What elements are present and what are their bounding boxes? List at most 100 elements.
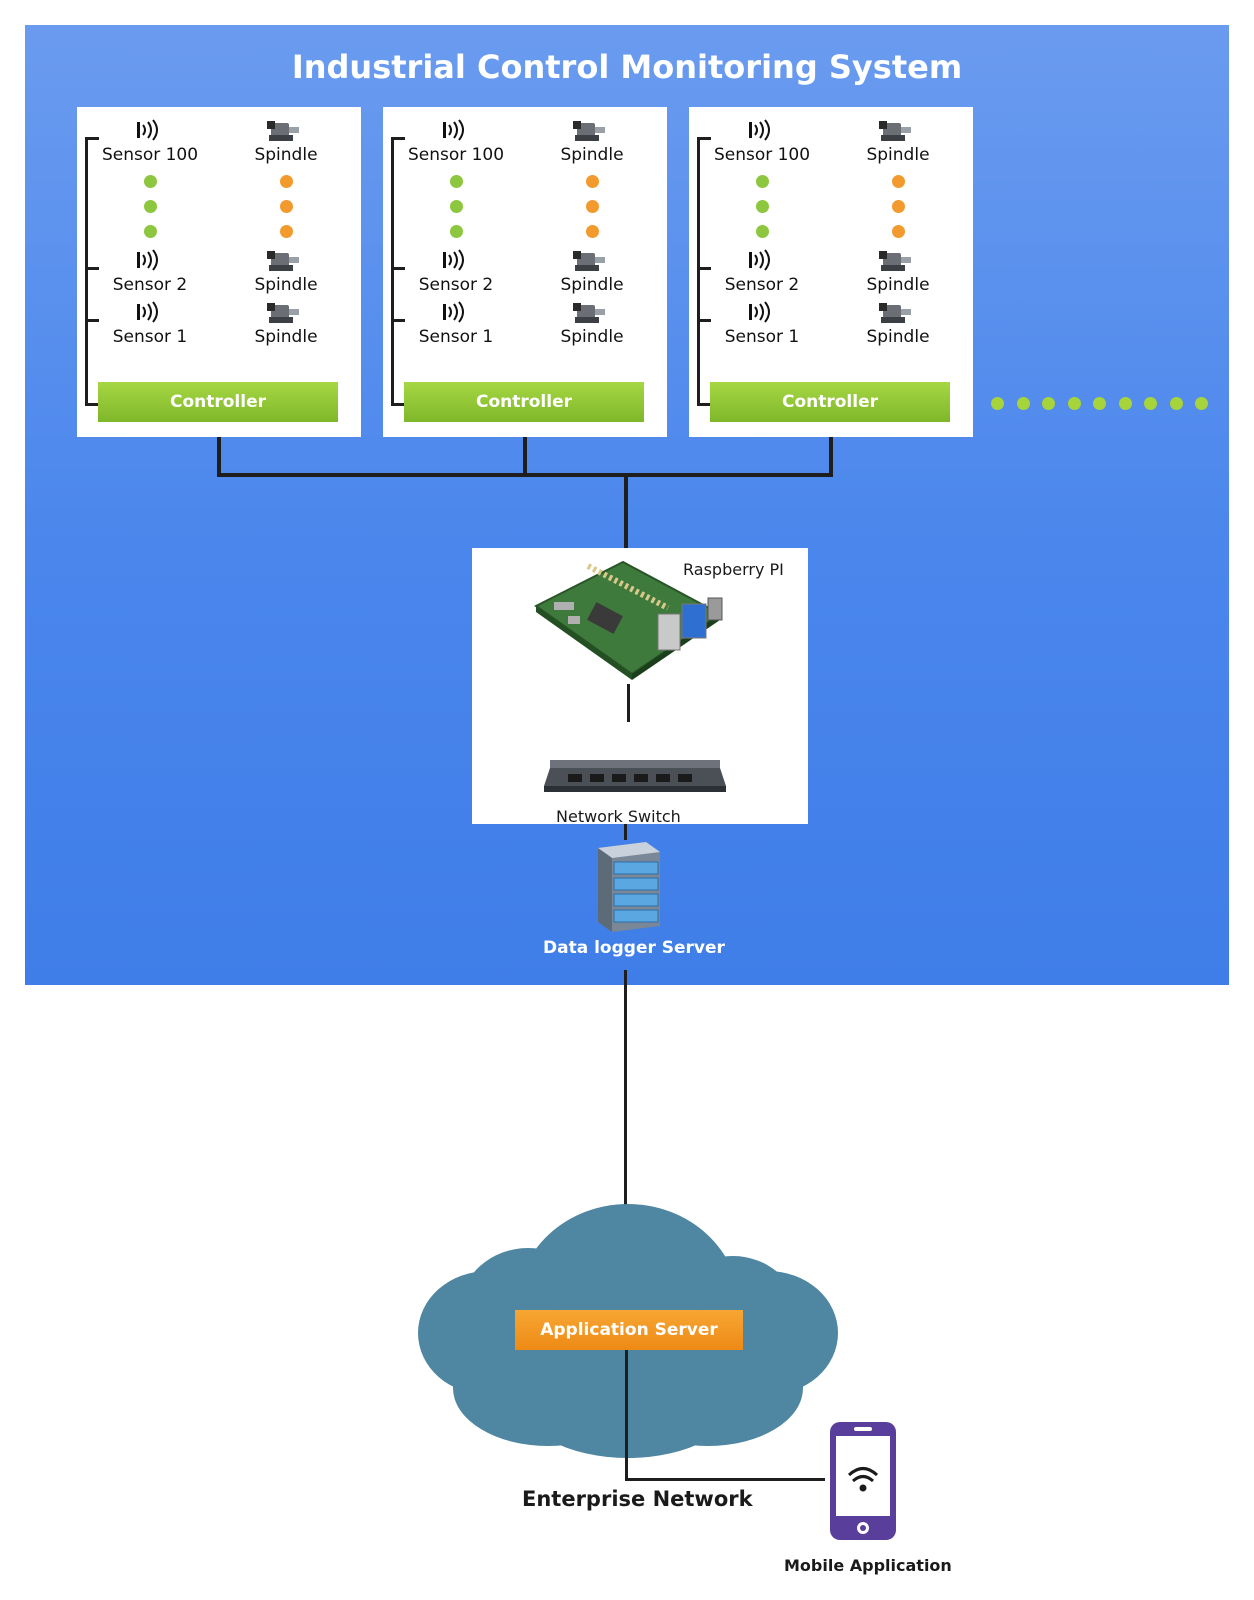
more-dot: [1093, 397, 1106, 410]
spindle-ellipsis-dot: [586, 225, 599, 238]
sensor-bus-tick: [391, 267, 405, 270]
data-logger-label: Data logger Server: [543, 938, 725, 958]
sensor-bus-tick: [697, 137, 711, 140]
sensor-ellipsis-dot: [144, 200, 157, 213]
sensor-bus-tick: [697, 403, 711, 406]
sensor-icon: [749, 301, 775, 327]
more-dot: [1067, 397, 1081, 410]
sensor-ellipsis-dot: [756, 175, 769, 188]
bus-drop-3: [829, 437, 833, 477]
spindle-icon: [571, 249, 607, 277]
spindle-ellipsis-dot: [586, 200, 599, 213]
bus-drop-1: [217, 437, 221, 477]
mobile-phone-icon: [830, 1422, 896, 1540]
sensor-bus-line: [391, 137, 394, 405]
sensor-bus-tick: [85, 137, 99, 140]
spindle-ellipsis-dot: [892, 175, 905, 188]
raspberry-to-switch-line: [627, 684, 630, 722]
app-to-mobile-vertical: [625, 1350, 628, 1480]
sensor-bus-tick: [85, 267, 99, 270]
sensor-label: Sensor 100: [101, 145, 199, 165]
controller-2: Controller: [404, 382, 644, 422]
data-logger-server-icon: [598, 842, 660, 932]
sensor-bus-tick: [697, 319, 711, 322]
spindle-label: Spindle: [560, 145, 624, 165]
spindle-label: Spindle: [866, 275, 930, 295]
sensor-bus-line: [85, 137, 88, 405]
more-dot: [1118, 397, 1132, 410]
sensor-icon: [749, 119, 775, 145]
sensor-label: Sensor 2: [112, 275, 188, 295]
more-dot: [1169, 397, 1183, 410]
controller-3: Controller: [710, 382, 950, 422]
sensor-ellipsis-dot: [756, 200, 769, 213]
sensor-bus-line: [697, 137, 700, 405]
spindle-ellipsis-dot: [586, 175, 599, 188]
sensor-bus-tick: [697, 267, 711, 270]
more-dot: [1042, 397, 1055, 410]
sensor-icon: [137, 301, 163, 327]
sensor-bus-tick: [85, 403, 99, 406]
sensor-icon: [443, 119, 469, 145]
sensor-label: Sensor 100: [407, 145, 505, 165]
sensor-icon: [137, 249, 163, 275]
spindle-icon: [877, 301, 913, 329]
sensor-bus-tick: [391, 403, 405, 406]
bus-to-raspberry: [624, 475, 628, 549]
spindle-ellipsis-dot: [280, 200, 293, 213]
bus-drop-2: [523, 437, 527, 477]
raspberry-label: Raspberry PI: [683, 560, 784, 579]
sensor-label: Sensor 1: [724, 327, 800, 347]
sensor-ellipsis-dot: [144, 225, 157, 238]
sensor-ellipsis-dot: [450, 200, 463, 213]
spindle-label: Spindle: [254, 145, 318, 165]
spindle-label: Spindle: [254, 327, 318, 347]
application-server: Application Server: [515, 1310, 743, 1350]
server-to-cloud-line: [624, 970, 627, 1310]
diagram-title: Industrial Control Monitoring System: [291, 48, 963, 86]
spindle-ellipsis-dot: [280, 225, 293, 238]
spindle-ellipsis-dot: [892, 225, 905, 238]
sensor-ellipsis-dot: [450, 175, 463, 188]
spindle-icon: [265, 301, 301, 329]
sensor-icon: [749, 249, 775, 275]
spindle-icon: [877, 249, 913, 277]
spindle-label: Spindle: [560, 275, 624, 295]
sensor-icon: [443, 301, 469, 327]
sensor-bus-tick: [391, 137, 405, 140]
sensor-ellipsis-dot: [756, 225, 769, 238]
switch-label: Network Switch: [556, 807, 681, 826]
network-switch-icon: [544, 760, 726, 792]
sensor-label: Sensor 2: [724, 275, 800, 295]
sensor-ellipsis-dot: [450, 225, 463, 238]
enterprise-network-label: Enterprise Network: [522, 1487, 753, 1511]
app-to-mobile-horizontal: [625, 1478, 825, 1481]
raspberry-pi-icon: [534, 560, 723, 680]
spindle-ellipsis-dot: [280, 175, 293, 188]
sensor-label: Sensor 2: [418, 275, 494, 295]
sensor-bus-tick: [391, 319, 405, 322]
sensor-label: Sensor 1: [112, 327, 188, 347]
spindle-ellipsis-dot: [892, 200, 905, 213]
spindle-label: Spindle: [254, 275, 318, 295]
spindle-label: Spindle: [866, 145, 930, 165]
more-dot: [1016, 397, 1030, 410]
spindle-label: Spindle: [560, 327, 624, 347]
spindle-icon: [571, 119, 607, 147]
switch-to-server-line: [624, 824, 627, 840]
sensor-ellipsis-dot: [144, 175, 157, 188]
mobile-application-label: Mobile Application: [784, 1556, 952, 1575]
spindle-label: Spindle: [866, 327, 930, 347]
spindle-icon: [571, 301, 607, 329]
spindle-icon: [265, 249, 301, 277]
sensor-label: Sensor 100: [713, 145, 811, 165]
sensor-icon: [443, 249, 469, 275]
sensor-icon: [137, 119, 163, 145]
sensor-bus-tick: [85, 319, 99, 322]
bus-horizontal: [217, 473, 833, 477]
more-dot: [1195, 397, 1208, 410]
spindle-icon: [877, 119, 913, 147]
